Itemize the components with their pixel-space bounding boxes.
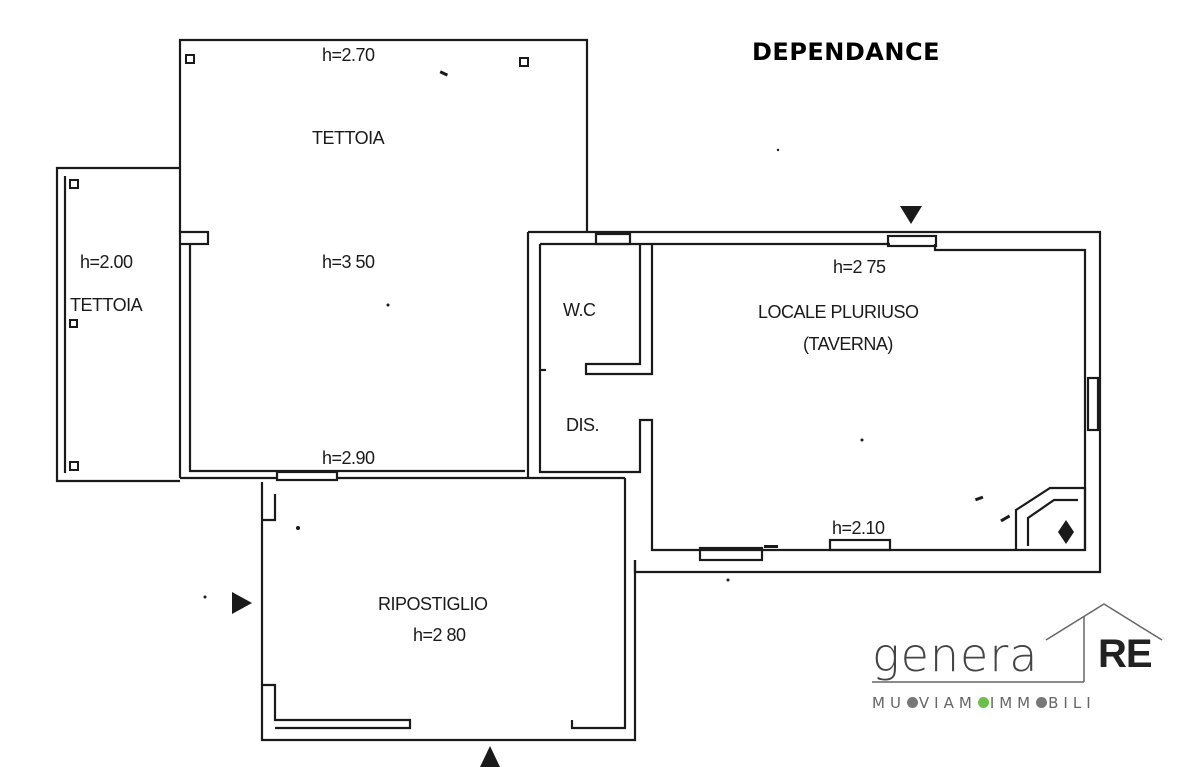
entrance-arrow-bottom [480,746,500,767]
locale-height-top: h=2 75 [833,257,886,277]
wall-tettoia-side [55,166,180,483]
locale-label: LOCALE PLURIUSO [758,302,919,322]
entrance-arrow-left [232,592,252,614]
tagline-dot-icon [1036,697,1048,708]
locale-sublabel: (TAVERNA) [803,334,893,354]
column [69,461,79,471]
tagline-part: MU [872,694,906,712]
wall-tettoia-main-inner [188,245,525,473]
wall-service-outer [528,230,1102,574]
markers [203,70,1074,767]
logo-roof-icon [872,603,1163,683]
dis-label: DIS. [566,415,599,435]
brand-logo: genera RE MU VIAM IMM BILI [872,604,1172,724]
logo-tagline: MU VIAM IMM BILI [872,694,1096,712]
speck [386,303,390,307]
entrance-arrow-top [900,206,922,224]
speck [1000,514,1011,523]
ripostiglio-height: h=2 80 [413,625,466,645]
speck [203,595,207,599]
column [69,179,79,189]
ripostiglio-label: RIPOSTIGLIO [378,594,488,614]
room-labels: h=2.70 TETTOIA h=3 50 h=2.90 h=2.00 TETT… [70,45,920,645]
window-locale-bottom [698,546,764,562]
tettoia-side-height: h=2.00 [80,252,133,272]
speck [764,545,778,548]
walls [55,38,1102,742]
speck [726,578,730,582]
column [519,57,529,67]
speck [776,148,780,152]
fireplace-inner [1026,498,1078,546]
door-tettoia-ripostiglio [275,470,339,482]
wall-tettoia-main [178,38,589,232]
door-locale-bottom [828,538,892,552]
fireplace [1014,486,1087,550]
logo-word: genera [872,628,1039,682]
tettoia-side-label: TETTOIA [70,295,143,315]
page-title: DEPENDANCE [752,38,940,66]
wall-service-inner [538,244,1087,552]
wall-ripostiglio-outer [260,482,637,742]
speck [974,495,984,502]
column [69,319,78,328]
tettoia-height-bottom: h=2.90 [322,448,375,468]
tagline-dot-icon [977,697,989,708]
tagline-part: IMM [989,694,1036,712]
tettoia-label: TETTOIA [312,128,385,148]
tagline-part: VIAM [918,694,977,712]
logo-mark: RE [1098,632,1153,676]
wc-label: W.C [563,300,596,320]
speck [439,70,449,77]
speck [296,526,300,530]
wall-wc [584,244,654,376]
fireplace-marker [1058,520,1074,544]
tettoia-height-top: h=2.70 [322,45,375,65]
tagline-dot-icon [906,697,918,708]
pillar-tettoia [178,230,210,246]
wall-ripostiglio-bottom-inner [262,683,412,730]
tagline-part: BILI [1048,694,1096,712]
window-locale-right [1086,376,1100,432]
columns [69,54,529,471]
wall-ripostiglio-right [570,478,627,730]
locale-height-bottom: h=2.10 [832,518,885,538]
wall-ripostiglio-inner [262,494,277,522]
window-wc [594,232,632,246]
door-locale-top [886,234,938,248]
speck [860,438,864,442]
tettoia-height-center: h=3 50 [322,252,375,272]
column [185,54,195,64]
